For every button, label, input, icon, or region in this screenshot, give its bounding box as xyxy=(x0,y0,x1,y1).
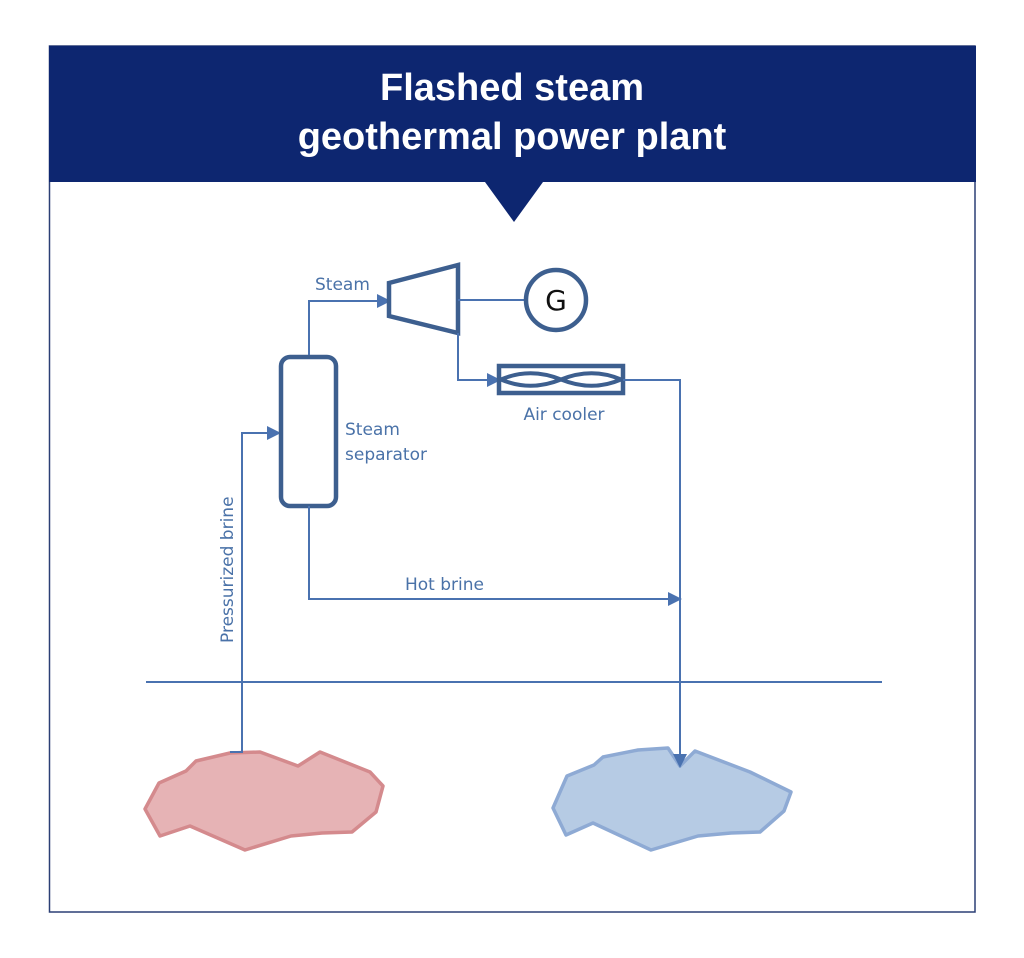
hot-brine-label: Hot brine xyxy=(405,575,484,595)
steam-label: Steam xyxy=(315,275,370,295)
generator xyxy=(523,267,589,333)
page-title-line1: Flashed steam xyxy=(380,67,644,109)
header-pointer xyxy=(485,182,543,222)
page-title-line2: geothermal power plant xyxy=(298,116,727,158)
hot-brine-pipe xyxy=(308,506,682,606)
air-cooler-fan-icon xyxy=(500,371,622,388)
header-banner xyxy=(49,46,976,182)
steam-separator xyxy=(278,354,339,509)
cold-reservoir xyxy=(551,746,793,852)
air-cooler xyxy=(496,363,626,396)
exhaust-pipe xyxy=(457,333,501,387)
steam-separator-label-line2: separator xyxy=(345,445,427,465)
air-cooler-label: Air cooler xyxy=(523,405,604,425)
hot-reservoir xyxy=(143,750,385,852)
generator-symbol: G xyxy=(545,284,567,317)
cooled-water-pipe xyxy=(623,379,687,768)
steam-separator-label-line1: Steam xyxy=(345,420,400,440)
steam-pipe xyxy=(308,294,391,355)
pressurized-brine-label: Pressurized brine xyxy=(218,496,238,643)
pressurized-brine-pipe xyxy=(230,426,281,753)
